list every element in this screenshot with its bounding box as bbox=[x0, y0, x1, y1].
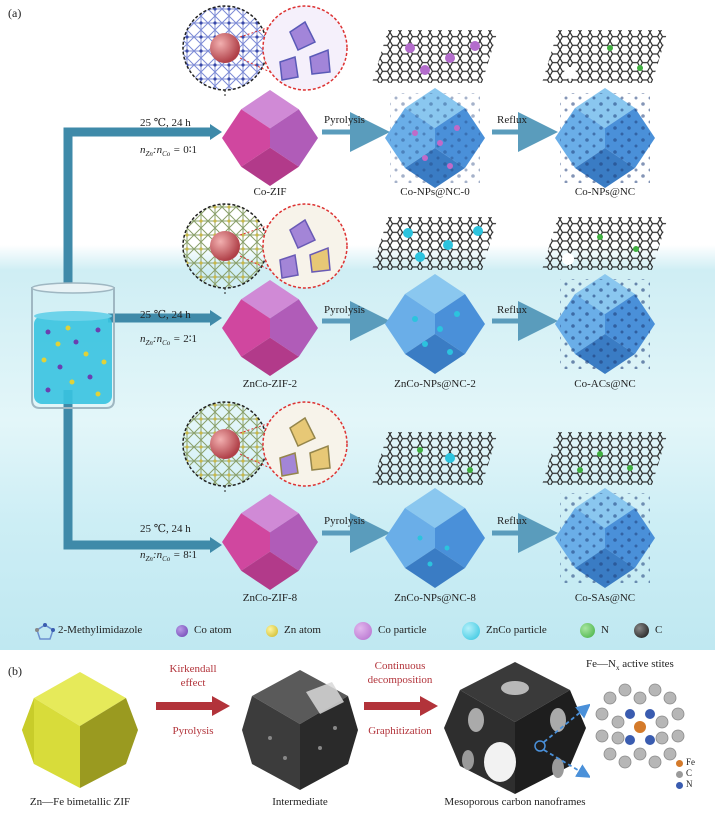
arrow1-text-line2: effect bbox=[180, 677, 206, 689]
stage3-label: Mesoporous carbon nanoframes bbox=[444, 796, 586, 808]
ratio-row3: nZn:nCo = 8∶1 bbox=[140, 549, 198, 564]
panel-a: (a) 25 ℃, 24 h nZn:nCo = 0∶1 bbox=[0, 0, 715, 650]
pyrolysis-label-row2: Pyrolysis bbox=[324, 304, 365, 316]
intermediate-crystal bbox=[242, 670, 358, 790]
condition-row3: 25 ℃, 24 h bbox=[140, 523, 191, 535]
znco-zif-8-label: ZnCo-ZIF-8 bbox=[242, 592, 298, 604]
znco-zif-2-crystal bbox=[222, 280, 318, 376]
mof-zoom-row1 bbox=[182, 5, 348, 97]
fe-atom-icon bbox=[676, 760, 683, 767]
site-legend-n: N bbox=[686, 779, 693, 789]
co-acs-nc-label: Co-ACs@NC bbox=[574, 378, 636, 390]
legend-label-co-atom: Co atom bbox=[194, 624, 232, 636]
site-legend: Fe C N bbox=[676, 757, 712, 798]
fe-nx-molecular-model bbox=[595, 683, 685, 769]
legend-label-c: C bbox=[655, 624, 663, 636]
condition-row2: 25 ℃, 24 h bbox=[140, 309, 191, 321]
graphene-sheet-row2-np bbox=[372, 217, 498, 270]
graphene-sheet-row1-product bbox=[542, 30, 668, 83]
site-legend-c: C bbox=[686, 768, 693, 778]
graphene-sheet-row2-product bbox=[542, 217, 668, 270]
legend-label-znco-particle: ZnCo particle bbox=[486, 624, 547, 636]
route-arrow-row3 bbox=[63, 390, 210, 550]
reflux-label-row3: Reflux bbox=[497, 515, 527, 527]
legend-label-co-particle: Co particle bbox=[378, 624, 427, 636]
legend-label-imidazole: 2-Methylimidazole bbox=[58, 624, 143, 636]
znco-particle-icon bbox=[462, 622, 480, 640]
znco-nps-nc-2-crystal bbox=[385, 274, 485, 374]
mof-zoom-row3 bbox=[182, 401, 348, 493]
mof-zoom-row2 bbox=[182, 203, 348, 295]
route-arrow-row1 bbox=[63, 127, 210, 285]
arrow2-text-line1: Continuous bbox=[374, 660, 426, 672]
imidazole-icon bbox=[34, 623, 56, 646]
ratio-row1: nZn:nCo = 0∶1 bbox=[140, 144, 198, 159]
znco-nps-nc-8-crystal bbox=[385, 488, 485, 588]
arrow1 bbox=[156, 696, 230, 716]
co-zif-label: Co-ZIF bbox=[253, 186, 287, 198]
co-acs-nc-crystal bbox=[555, 274, 655, 374]
co-zif-crystal bbox=[222, 90, 318, 186]
co-sas-nc-crystal bbox=[555, 488, 655, 588]
znco-nps-nc-2-label: ZnCo-NPs@NC-2 bbox=[394, 378, 476, 390]
arrow2-text-bottom: Graphitization bbox=[368, 725, 432, 737]
reflux-label-row2: Reflux bbox=[497, 304, 527, 316]
graphene-sheet-row3-np bbox=[372, 432, 498, 485]
condition-row1: 25 ℃, 24 h bbox=[140, 117, 191, 129]
co-nps-nc-crystal bbox=[555, 88, 655, 188]
stage2-label: Intermediate bbox=[272, 796, 328, 808]
co-sas-nc-label: Co-SAs@NC bbox=[574, 592, 636, 604]
graphene-sheet-row3-product bbox=[542, 432, 668, 485]
znco-nps-nc-8-label: ZnCo-NPs@NC-8 bbox=[394, 592, 476, 604]
arrow1-text-line1: Kirkendall bbox=[169, 663, 217, 675]
panel-a-label: (a) bbox=[8, 6, 22, 20]
znco-zif-2-label: ZnCo-ZIF-2 bbox=[242, 378, 298, 390]
co-nps-nc-0-label: Co-NPs@NC-0 bbox=[400, 186, 470, 198]
arrow2-text-line2: decomposition bbox=[367, 674, 433, 686]
synthesis-routes bbox=[63, 112, 558, 553]
arrow2 bbox=[364, 696, 438, 716]
co-nps-nc-0-crystal bbox=[385, 88, 485, 188]
active-site-title: Fe—Nx active stites bbox=[586, 658, 674, 673]
legend-label-zn-atom: Zn atom bbox=[284, 624, 321, 636]
site-legend-fe: Fe bbox=[686, 757, 695, 767]
n-atom-small-icon bbox=[676, 782, 683, 789]
zn-atom-icon bbox=[266, 625, 278, 637]
ratio-row2: nZn:nCo = 2∶1 bbox=[140, 333, 198, 348]
route-arrowhead-row2 bbox=[210, 310, 222, 326]
zn-fe-zif-crystal bbox=[22, 672, 138, 788]
reflux-label-row1: Reflux bbox=[497, 114, 527, 126]
c-atom-icon bbox=[634, 623, 649, 638]
legend-label-n: N bbox=[601, 624, 609, 636]
panel-b: (b) Zn—Fe bimetallic ZIF Kirkendall effe… bbox=[0, 650, 715, 816]
route-arrowhead-row3 bbox=[210, 537, 222, 553]
graphene-sheet-row1-np bbox=[372, 30, 498, 83]
pyrolysis-label-row3: Pyrolysis bbox=[324, 515, 365, 527]
c-atom-small-icon bbox=[676, 771, 683, 778]
beaker-illustration bbox=[31, 282, 115, 409]
n-atom-icon bbox=[580, 623, 595, 638]
znco-zif-8-crystal bbox=[222, 494, 318, 590]
panel-b-label: (b) bbox=[8, 664, 22, 678]
route-arrowhead-row1 bbox=[210, 124, 222, 140]
stage1-label: Zn—Fe bimetallic ZIF bbox=[29, 796, 131, 808]
legend: 2-Methylimidazole Co atom Zn atom Co par… bbox=[34, 620, 704, 644]
co-particle-icon bbox=[354, 622, 372, 640]
co-atom-icon bbox=[176, 625, 188, 637]
mesoporous-nanoframe-crystal bbox=[444, 662, 590, 794]
co-nps-nc-label: Co-NPs@NC bbox=[574, 186, 636, 198]
pyrolysis-label-row1: Pyrolysis bbox=[324, 114, 365, 126]
arrow1-text-bottom: Pyrolysis bbox=[172, 725, 214, 737]
